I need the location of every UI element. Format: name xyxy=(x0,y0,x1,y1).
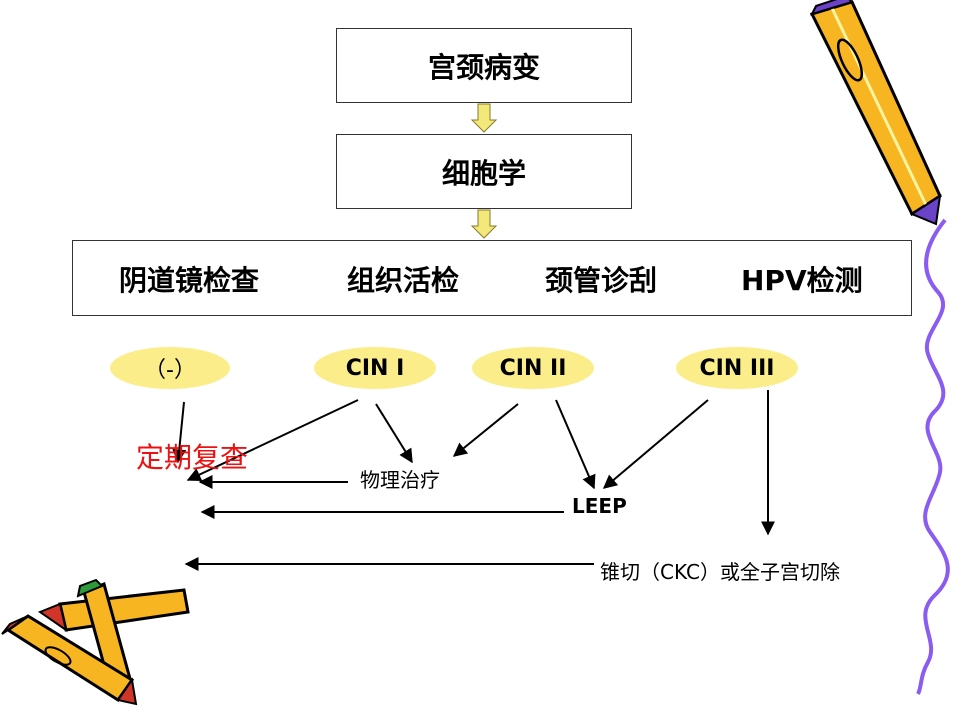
scribble-line xyxy=(916,218,950,695)
cytology-box: 细胞学 xyxy=(336,134,632,209)
exam-ecc: 颈管诊刮 xyxy=(545,264,658,297)
result-cin3: CIN III xyxy=(676,347,798,389)
arrow-cin2-to-physio xyxy=(452,403,519,457)
treatment-leep: LEEP xyxy=(572,494,627,518)
followup-label: 定期复查 xyxy=(136,441,249,474)
result-negative: （-） xyxy=(110,347,230,389)
arrow-cin3-to-leep xyxy=(602,399,709,489)
exam-hpv: HPV检测 xyxy=(741,264,863,297)
pencils-icon xyxy=(1,578,190,706)
cervical-lesion-label: 宫颈病变 xyxy=(427,50,540,84)
flow-arrow-1 xyxy=(470,103,498,133)
arrow-neg-to-followup xyxy=(172,401,187,464)
treatment-ckc: 锥切（CKC）或全子宫切除 xyxy=(600,560,840,584)
exam-colposcopy: 阴道镜检查 xyxy=(119,264,260,297)
result-cin1: CIN I xyxy=(314,347,436,389)
connector-arrows xyxy=(172,390,775,571)
arrow-cin1-to-physio xyxy=(375,403,413,464)
exams-box: 阴道镜检查 组织活检 颈管诊刮 HPV检测 xyxy=(72,240,912,316)
pencil-icon xyxy=(809,0,942,226)
cervical-lesion-box: 宫颈病变 xyxy=(336,28,632,103)
treatment-physical: 物理治疗 xyxy=(360,468,440,492)
arrow-cin1-to-followup xyxy=(186,399,359,481)
exam-biopsy: 组织活检 xyxy=(347,264,460,297)
arrow-cin2-to-leep xyxy=(555,399,596,490)
cytology-label: 细胞学 xyxy=(441,156,526,190)
flow-arrow-2 xyxy=(470,209,498,239)
result-cin2: CIN II xyxy=(472,347,594,389)
